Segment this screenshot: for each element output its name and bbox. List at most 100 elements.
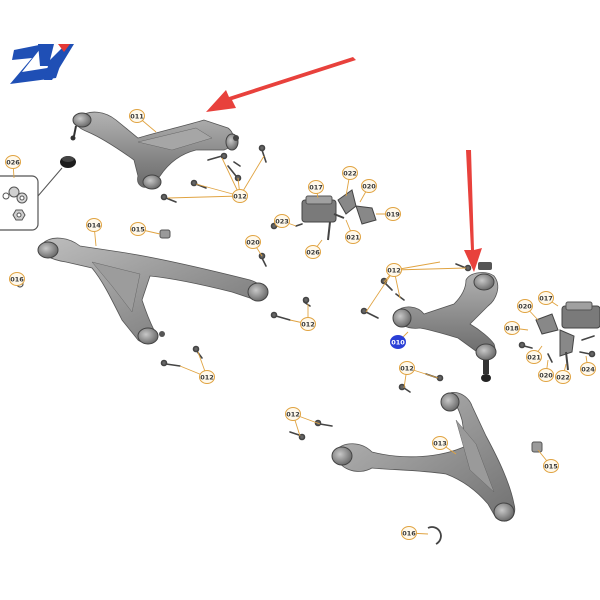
red-arrows bbox=[206, 57, 482, 272]
callout-circle bbox=[543, 459, 559, 473]
callout-circle bbox=[345, 230, 361, 244]
callout-label: 019 bbox=[386, 210, 400, 218]
callout-circle bbox=[245, 235, 261, 249]
callout-014: 014 bbox=[86, 218, 102, 232]
fasteners bbox=[160, 144, 596, 441]
callout-circle bbox=[538, 291, 554, 305]
callout-026: 026 bbox=[305, 245, 321, 259]
callout-circle bbox=[129, 109, 145, 123]
callout-label: 022 bbox=[556, 373, 570, 381]
callout-020: 020 bbox=[517, 299, 533, 313]
callout-circle bbox=[504, 321, 520, 335]
callout-label: 010 bbox=[391, 338, 405, 346]
leader-line bbox=[365, 269, 395, 313]
callout-label: 015 bbox=[544, 462, 558, 470]
callout-label: 012 bbox=[200, 373, 214, 381]
callout-label: 021 bbox=[527, 353, 541, 361]
callout-010: 010 bbox=[390, 335, 406, 349]
callout-circle bbox=[361, 179, 377, 193]
callout-012: 012 bbox=[232, 189, 248, 203]
callout-021: 021 bbox=[345, 230, 361, 244]
callout-label: 024 bbox=[581, 365, 595, 373]
upper-control-arm-left bbox=[70, 111, 239, 190]
callout-017: 017 bbox=[308, 180, 324, 194]
callout-circle bbox=[308, 180, 324, 194]
callout-label: 020 bbox=[362, 182, 376, 190]
callout-label: 015 bbox=[131, 225, 145, 233]
leader-line bbox=[167, 195, 241, 199]
callout-circle bbox=[385, 207, 401, 221]
callout-label: 017 bbox=[539, 294, 553, 302]
callout-label: 017 bbox=[309, 183, 323, 191]
snap-ring bbox=[427, 526, 442, 545]
callout-label: 021 bbox=[346, 233, 360, 241]
callout-019: 019 bbox=[385, 207, 401, 221]
callout-012: 012 bbox=[386, 263, 402, 277]
callout-label: 012 bbox=[400, 364, 414, 372]
callout-circle bbox=[285, 407, 301, 421]
callout-label: 023 bbox=[275, 217, 289, 225]
callout-label: 011 bbox=[130, 112, 144, 120]
callout-circle bbox=[9, 272, 25, 286]
lower-control-arm-right bbox=[331, 392, 516, 522]
callout-label: 012 bbox=[301, 320, 315, 328]
callout-023: 023 bbox=[274, 214, 290, 228]
callout-020: 020 bbox=[245, 235, 261, 249]
callout-label: 012 bbox=[233, 192, 247, 200]
callout-label: 020 bbox=[246, 238, 260, 246]
callout-circle bbox=[232, 189, 248, 203]
callout-012: 012 bbox=[199, 370, 215, 384]
callout-circle bbox=[517, 299, 533, 313]
callout-label: 026 bbox=[6, 158, 20, 166]
lower-control-arm-left bbox=[37, 237, 269, 345]
leader-line bbox=[239, 155, 265, 197]
callout-022: 022 bbox=[555, 370, 571, 384]
callout-label: 014 bbox=[87, 221, 101, 229]
callout-022: 022 bbox=[342, 166, 358, 180]
callout-circle bbox=[199, 370, 215, 384]
callout-012: 012 bbox=[300, 317, 316, 331]
callout-circle bbox=[580, 362, 596, 376]
callout-circle bbox=[5, 155, 21, 169]
upper-control-arm-right bbox=[392, 262, 499, 382]
callout-016: 016 bbox=[401, 526, 417, 540]
callout-label: 016 bbox=[10, 275, 24, 283]
callout-label: 012 bbox=[286, 410, 300, 418]
callout-013: 013 bbox=[432, 436, 448, 450]
callout-circle bbox=[386, 263, 402, 277]
callout-label: 018 bbox=[505, 324, 519, 332]
callout-015: 015 bbox=[130, 222, 146, 236]
callout-020: 020 bbox=[361, 179, 377, 193]
bushing-parts bbox=[16, 229, 543, 453]
callout-label: 020 bbox=[539, 371, 553, 379]
callout-024: 024 bbox=[580, 362, 596, 376]
callout-circle bbox=[399, 361, 415, 375]
callout-017: 017 bbox=[538, 291, 554, 305]
callout-circle bbox=[390, 335, 406, 349]
callout-label: 022 bbox=[343, 169, 357, 177]
callout-018: 018 bbox=[504, 321, 520, 335]
callout-circle bbox=[305, 245, 321, 259]
callout-label: 012 bbox=[387, 266, 401, 274]
callout-circle bbox=[538, 368, 554, 382]
callout-label: 016 bbox=[402, 529, 416, 537]
callout-020: 020 bbox=[538, 368, 554, 382]
height-sensor-assembly-right bbox=[535, 301, 600, 371]
callout-circle bbox=[86, 218, 102, 232]
callout-circle bbox=[526, 350, 542, 364]
callout-circle bbox=[555, 370, 571, 384]
height-sensor-assembly-left bbox=[301, 189, 377, 241]
callout-012: 012 bbox=[285, 407, 301, 421]
callout-circle bbox=[274, 214, 290, 228]
callout-label: 026 bbox=[306, 248, 320, 256]
callout-circle bbox=[432, 436, 448, 450]
logo-text: ZY bbox=[19, 69, 22, 71]
callout-016: 016 bbox=[9, 272, 25, 286]
callout-circle bbox=[300, 317, 316, 331]
detail-inset bbox=[0, 156, 76, 231]
callout-015: 015 bbox=[543, 459, 559, 473]
callout-label: 013 bbox=[433, 439, 447, 447]
callout-026: 026 bbox=[5, 155, 21, 169]
